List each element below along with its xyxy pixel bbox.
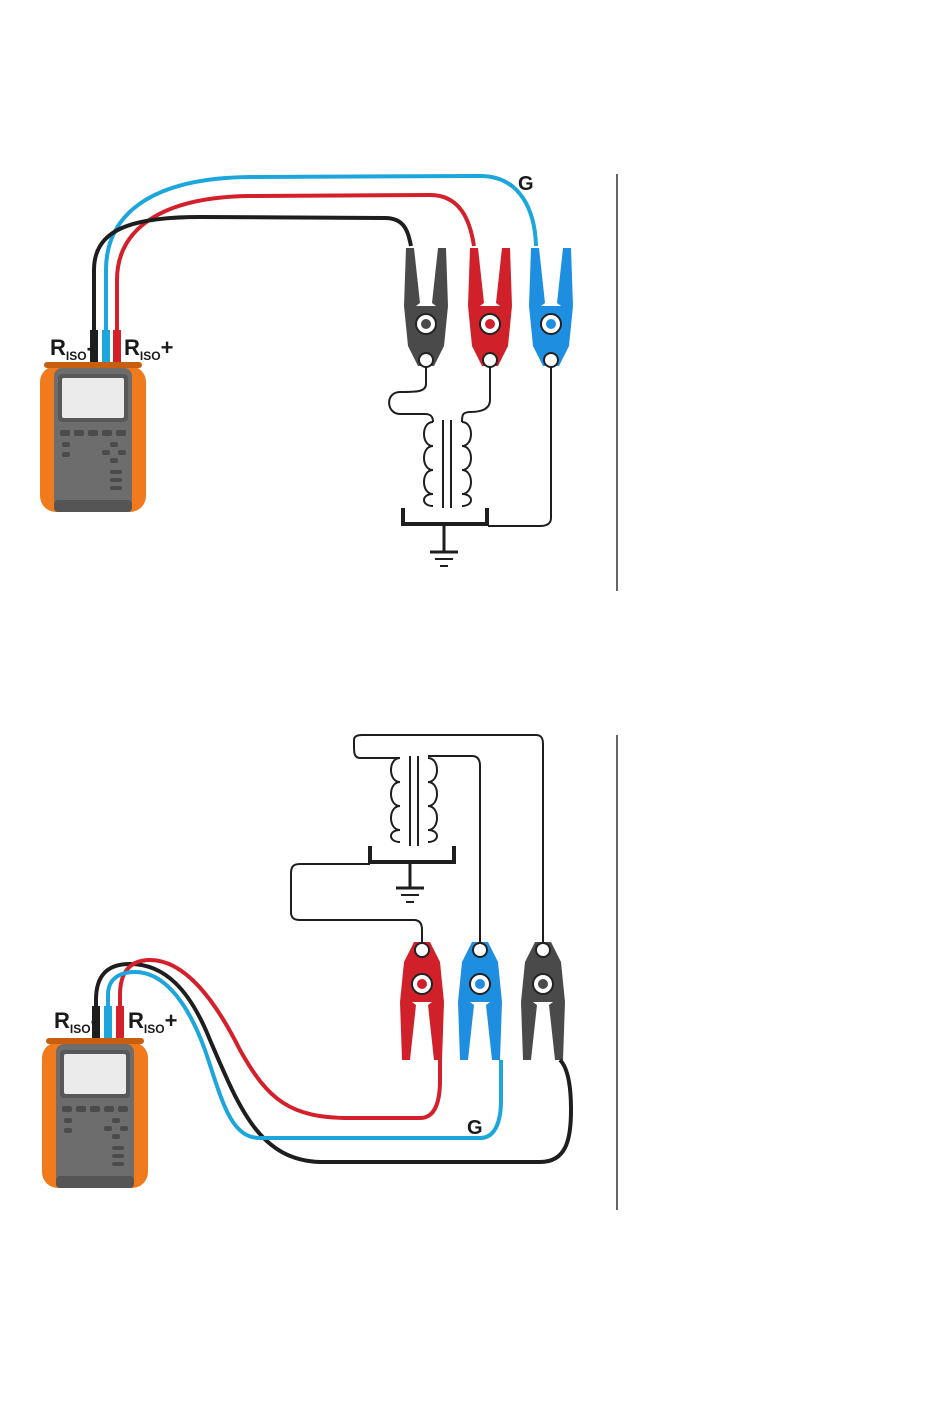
figure-1-clamp-black [404, 248, 448, 367]
figure-2-lead-red [120, 960, 440, 1118]
figure-1-ground-icon [430, 526, 458, 566]
figure-1-plus-label: RISO+ [124, 335, 173, 363]
figure-2: RISO- RISO+ G [42, 735, 617, 1210]
figure-1-wire-red [462, 367, 490, 422]
figure-1-connector-blue [102, 330, 110, 362]
figure-2-guard-label: G [467, 1117, 483, 1139]
figure-1-wire-blue [488, 367, 551, 526]
figure-2-meter-icon [42, 1038, 148, 1188]
figure-1-guard-label: G [518, 173, 534, 195]
figure-1-wire-black [389, 367, 433, 422]
figure-1-connector-red [113, 330, 121, 362]
figure-1: RISO- RISO+ G [40, 173, 617, 591]
figure-2-wire-red [291, 864, 422, 946]
figure-2-ground-icon [396, 862, 424, 902]
figure-2-connector-blue [104, 1006, 112, 1040]
figure-2-connector-red [116, 1006, 124, 1040]
figure-2-clamp-red [400, 942, 444, 1060]
figure-1-transformer-icon [403, 420, 487, 524]
figure-1-minus-label: RISO- [50, 335, 94, 363]
figure-2-minus-label: RISO- [54, 1008, 98, 1036]
figure-2-clamp-black [521, 942, 565, 1060]
figure-2-plus-label: RISO+ [128, 1008, 177, 1036]
figure-2-transformer-icon [370, 756, 454, 862]
figure-1-meter-icon [40, 362, 146, 512]
figure-1-clamp-blue [529, 248, 573, 367]
figure-2-wire-black [354, 735, 543, 946]
figure-1-lead-black [94, 217, 411, 344]
figure-2-clamp-blue [458, 942, 502, 1060]
figure-1-clamp-red [468, 248, 512, 367]
